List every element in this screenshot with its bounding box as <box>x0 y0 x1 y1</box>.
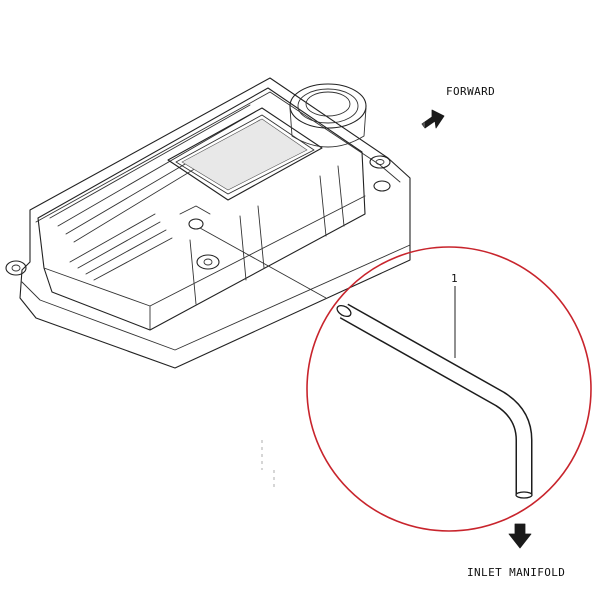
breather-hose <box>336 303 533 499</box>
forward-label: FORWARD <box>446 85 495 98</box>
rocker-cover <box>5 77 411 369</box>
leader-line-breather <box>199 227 327 299</box>
arrow-down-icon <box>508 523 532 549</box>
part-number-label: 1 <box>451 272 458 285</box>
arrow-forward-icon <box>421 109 445 129</box>
detail-highlight-circle <box>306 246 592 532</box>
dashed-leader <box>261 440 275 490</box>
inlet-manifold-label: INLET MANIFOLD <box>467 566 565 579</box>
